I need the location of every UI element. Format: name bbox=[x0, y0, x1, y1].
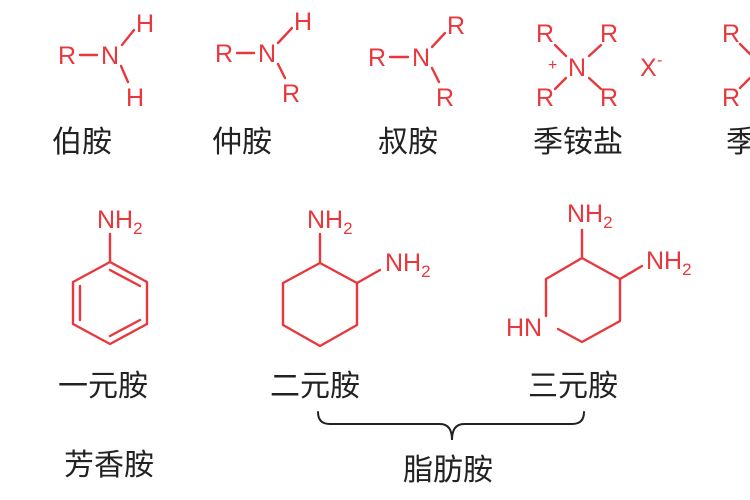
tertiary-amine-structure: R N R R bbox=[368, 12, 465, 112]
atom-r: R bbox=[215, 40, 233, 68]
double-bond bbox=[108, 318, 142, 338]
label-quaternary-salt: 季铵盐 bbox=[533, 125, 623, 160]
secondary-amine-structure: R N H R bbox=[215, 8, 312, 108]
quaternary-ammonium-structure: R R + N R R X - bbox=[536, 20, 662, 112]
piperidine-ring bbox=[544, 256, 622, 344]
atom-nh: NH2 bbox=[646, 247, 692, 279]
atom-r: R bbox=[536, 84, 554, 112]
atom-r: R bbox=[600, 20, 618, 48]
atom-r: R bbox=[722, 20, 740, 48]
bond bbox=[355, 268, 382, 285]
benzene-ring bbox=[71, 260, 149, 346]
aniline-structure: NH2 bbox=[71, 206, 149, 346]
atom-x: X bbox=[640, 54, 657, 82]
label-monoamine: 一元胺 bbox=[58, 369, 148, 404]
double-bond bbox=[108, 268, 142, 288]
label-primary-amine: 伯胺 bbox=[52, 125, 112, 160]
atom-n: N bbox=[101, 42, 119, 70]
atom-nh: NH2 bbox=[567, 200, 613, 232]
atom-r: R bbox=[436, 84, 454, 112]
label-cut-off: 季 bbox=[726, 125, 750, 160]
cut-off-structure: R R bbox=[722, 20, 750, 112]
bond bbox=[738, 76, 750, 90]
bond bbox=[120, 28, 136, 47]
bond bbox=[553, 76, 568, 91]
atom-r: R bbox=[368, 44, 386, 72]
atom-nh: NH2 bbox=[385, 249, 431, 281]
atom-n: N bbox=[412, 44, 430, 72]
atom-r: R bbox=[58, 42, 76, 70]
atom-nh: NH2 bbox=[307, 206, 353, 238]
atom-n: N bbox=[258, 40, 276, 68]
atom-r: R bbox=[600, 84, 618, 112]
charge-plus: + bbox=[548, 57, 557, 74]
bond bbox=[587, 43, 603, 58]
atom-n: N bbox=[568, 54, 586, 82]
bond bbox=[276, 26, 294, 45]
atom-nh: NH2 bbox=[97, 206, 143, 238]
aliphatic-brace bbox=[317, 411, 585, 441]
bond bbox=[587, 76, 603, 91]
atom-r: R bbox=[536, 20, 554, 48]
label-aliphatic-amine: 脂肪胺 bbox=[403, 453, 493, 488]
atom-r: R bbox=[447, 12, 465, 40]
atom-r: R bbox=[722, 84, 740, 112]
triamine-structure: NH2 NH2 HN bbox=[506, 200, 692, 344]
cyclohexane-ring bbox=[281, 261, 359, 348]
atom-r: R bbox=[282, 80, 300, 108]
label-tertiary-amine: 叔胺 bbox=[378, 125, 438, 160]
bond bbox=[276, 62, 287, 80]
bond bbox=[430, 31, 447, 49]
atom-h: H bbox=[136, 10, 154, 38]
bond bbox=[618, 264, 644, 281]
diamine-structure: NH2 NH2 bbox=[281, 206, 431, 348]
atom-hn: HN bbox=[506, 314, 542, 342]
bond bbox=[119, 64, 130, 84]
label-secondary-amine: 仲胺 bbox=[212, 125, 272, 160]
label-aromatic-amine: 芳香胺 bbox=[64, 448, 154, 483]
bond bbox=[738, 42, 750, 56]
primary-amine-structure: R N H H bbox=[58, 10, 154, 112]
atom-h: H bbox=[126, 84, 144, 112]
label-triamine: 三元胺 bbox=[528, 369, 618, 404]
label-diamine: 二元胺 bbox=[270, 369, 360, 404]
bond bbox=[553, 43, 568, 58]
atom-h: H bbox=[294, 8, 312, 36]
bond bbox=[430, 66, 441, 84]
charge-minus: - bbox=[657, 52, 662, 69]
